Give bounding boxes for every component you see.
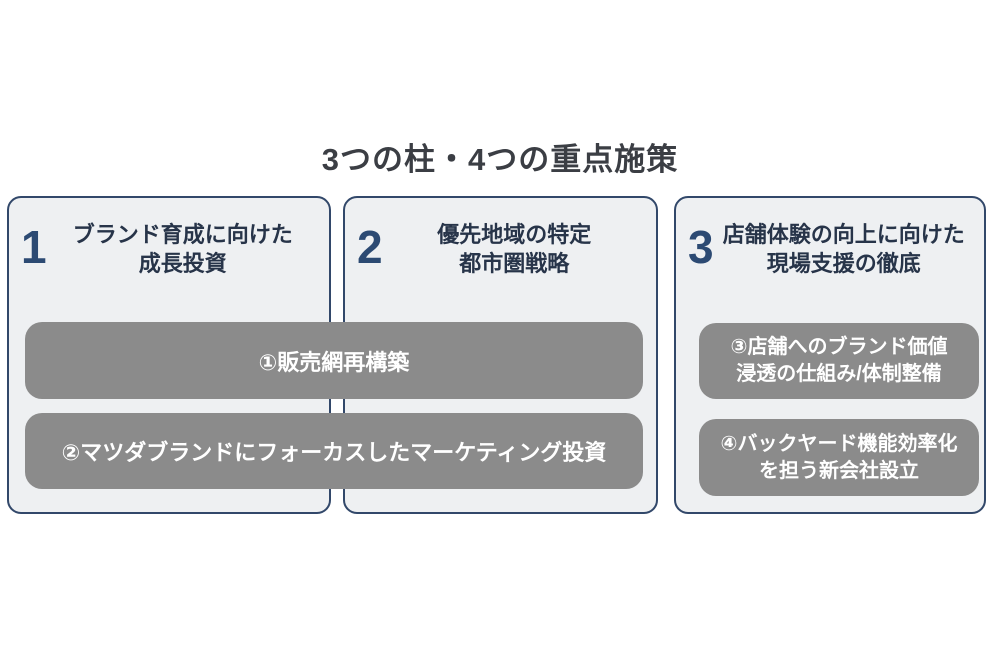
measure-1-label: ①販売網再構築	[258, 349, 410, 375]
pillar-2-number: 2	[357, 221, 383, 273]
measure-4-label-line1: ④バックヤード機能効率化	[720, 432, 958, 455]
pillar-2-title-line2: 都市圏戦略	[459, 250, 570, 276]
measure-3-label-line2: 浸透の仕組み/体制整備	[736, 363, 942, 385]
pillar-3-number: 3	[688, 221, 714, 273]
measure-3-label-line1: ③店舗へのブランド価値	[730, 336, 948, 358]
measure-bar-4: ④バックヤード機能効率化 を担う新会社設立	[699, 419, 979, 496]
pillar-3-title-line2: 現場支援の徹底	[766, 250, 921, 276]
pillar-3-title-line1: 店舗体験の向上に向けた	[722, 222, 965, 247]
measure-bar-3: ③店舗へのブランド価値 浸透の仕組み/体制整備	[699, 323, 979, 399]
measure-4-label-line2: を担う新会社設立	[759, 459, 919, 482]
measure-bar-1: ①販売網再構築	[25, 322, 643, 399]
pillar-2-header: 2 優先地域の特定 都市圏戦略	[345, 198, 656, 278]
pillar-1-header: 1 ブランド育成に向けた 成長投資	[9, 198, 329, 278]
pillar-1-number: 1	[21, 221, 47, 273]
pillar-2-title: 優先地域の特定 都市圏戦略	[383, 218, 646, 278]
pillar-1-title: ブランド育成に向けた 成長投資	[47, 218, 319, 278]
pillar-3-title: 店舗体験の向上に向けた 現場支援の徹底	[714, 218, 974, 278]
pillar-2-title-line1: 優先地域の特定	[437, 222, 592, 247]
measure-bar-2: ②マツダブランドにフォーカスしたマーケティング投資	[25, 413, 643, 489]
measure-2-label: ②マツダブランドにフォーカスしたマーケティング投資	[61, 440, 607, 465]
pillar-1-title-line2: 成長投資	[138, 250, 227, 276]
pillar-1-title-line1: ブランド育成に向けた	[72, 222, 293, 247]
pillar-3-header: 3 店舗体験の向上に向けた 現場支援の徹底	[676, 198, 984, 278]
page-title: 3つの柱・4つの重点施策	[321, 142, 679, 177]
